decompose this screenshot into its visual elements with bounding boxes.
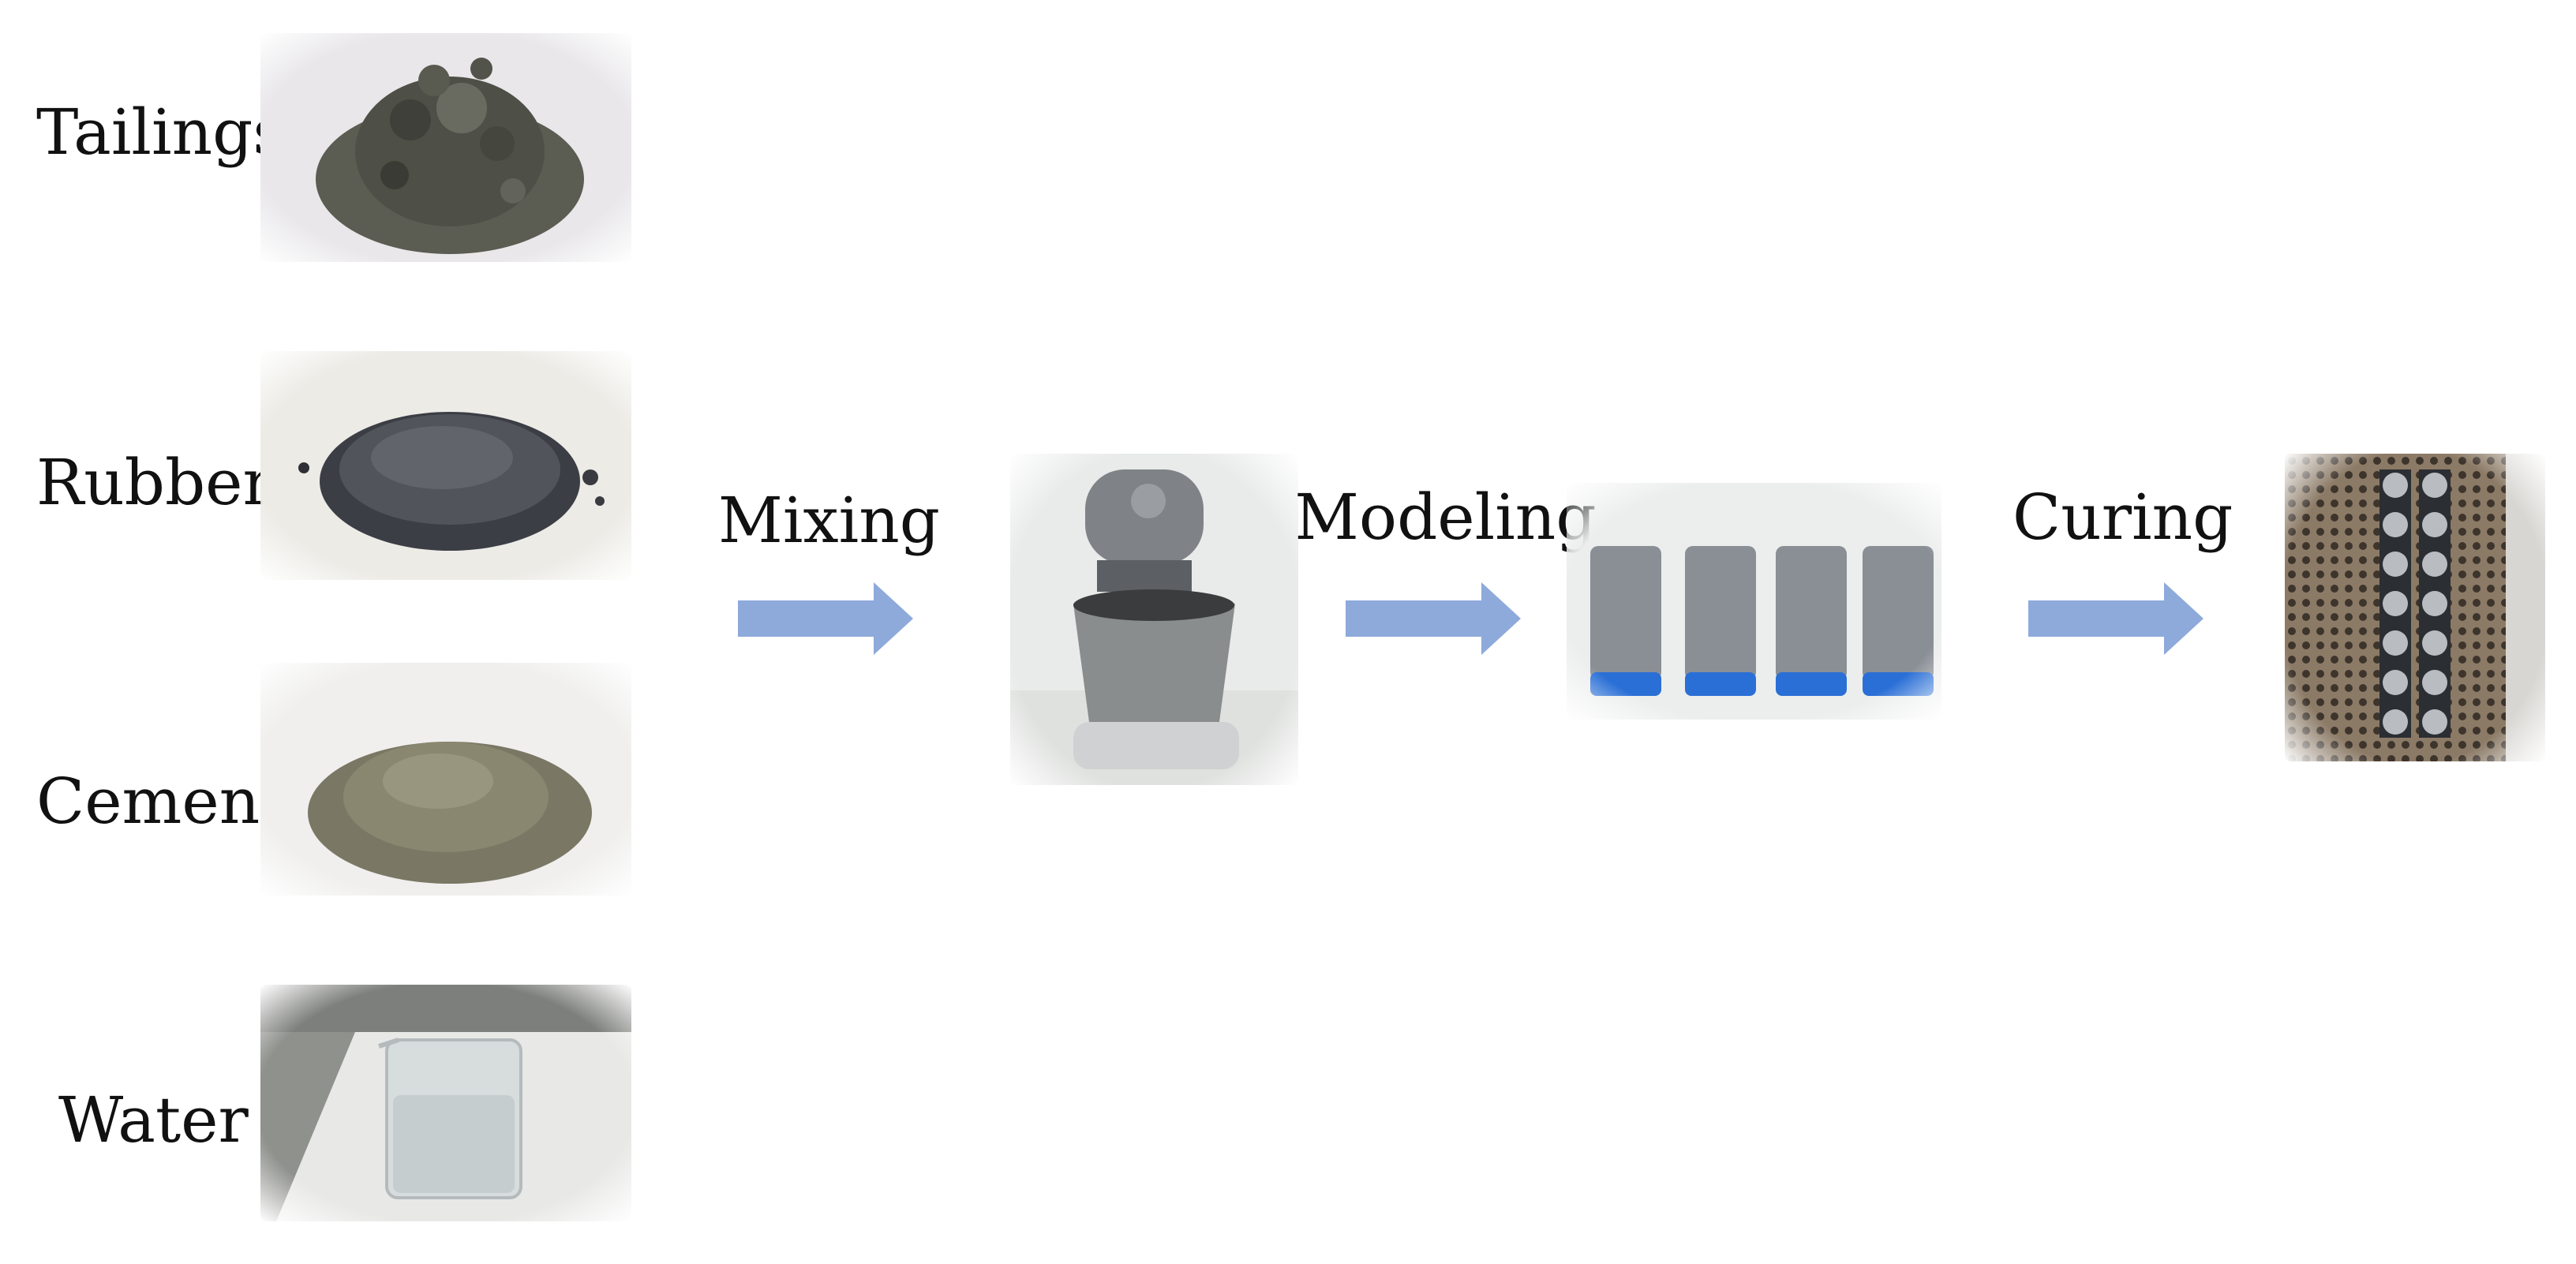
right-arrow-icon (1346, 582, 1521, 655)
step-label-curing: Curing (2012, 481, 2233, 554)
step-label-mixing: Mixing (718, 484, 940, 557)
curing-specimens-photo (2285, 454, 2545, 761)
material-label-tailings: Tailings (36, 95, 286, 169)
material-label-water: Water (58, 1083, 249, 1157)
tailings-pile-photo (260, 33, 631, 262)
right-arrow-icon (738, 582, 913, 655)
right-arrow-icon (2028, 582, 2203, 655)
mixer-photo (1010, 454, 1298, 785)
specimen-molds-photo (1567, 483, 1941, 720)
cement-powder-photo (260, 663, 631, 896)
step-label-modeling: Modeling (1294, 481, 1597, 554)
rubber-granules-photo (260, 351, 631, 580)
material-label-cement: Cement (36, 765, 286, 838)
material-label-rubber: Rubber (36, 446, 273, 519)
water-beaker-photo (260, 985, 631, 1221)
